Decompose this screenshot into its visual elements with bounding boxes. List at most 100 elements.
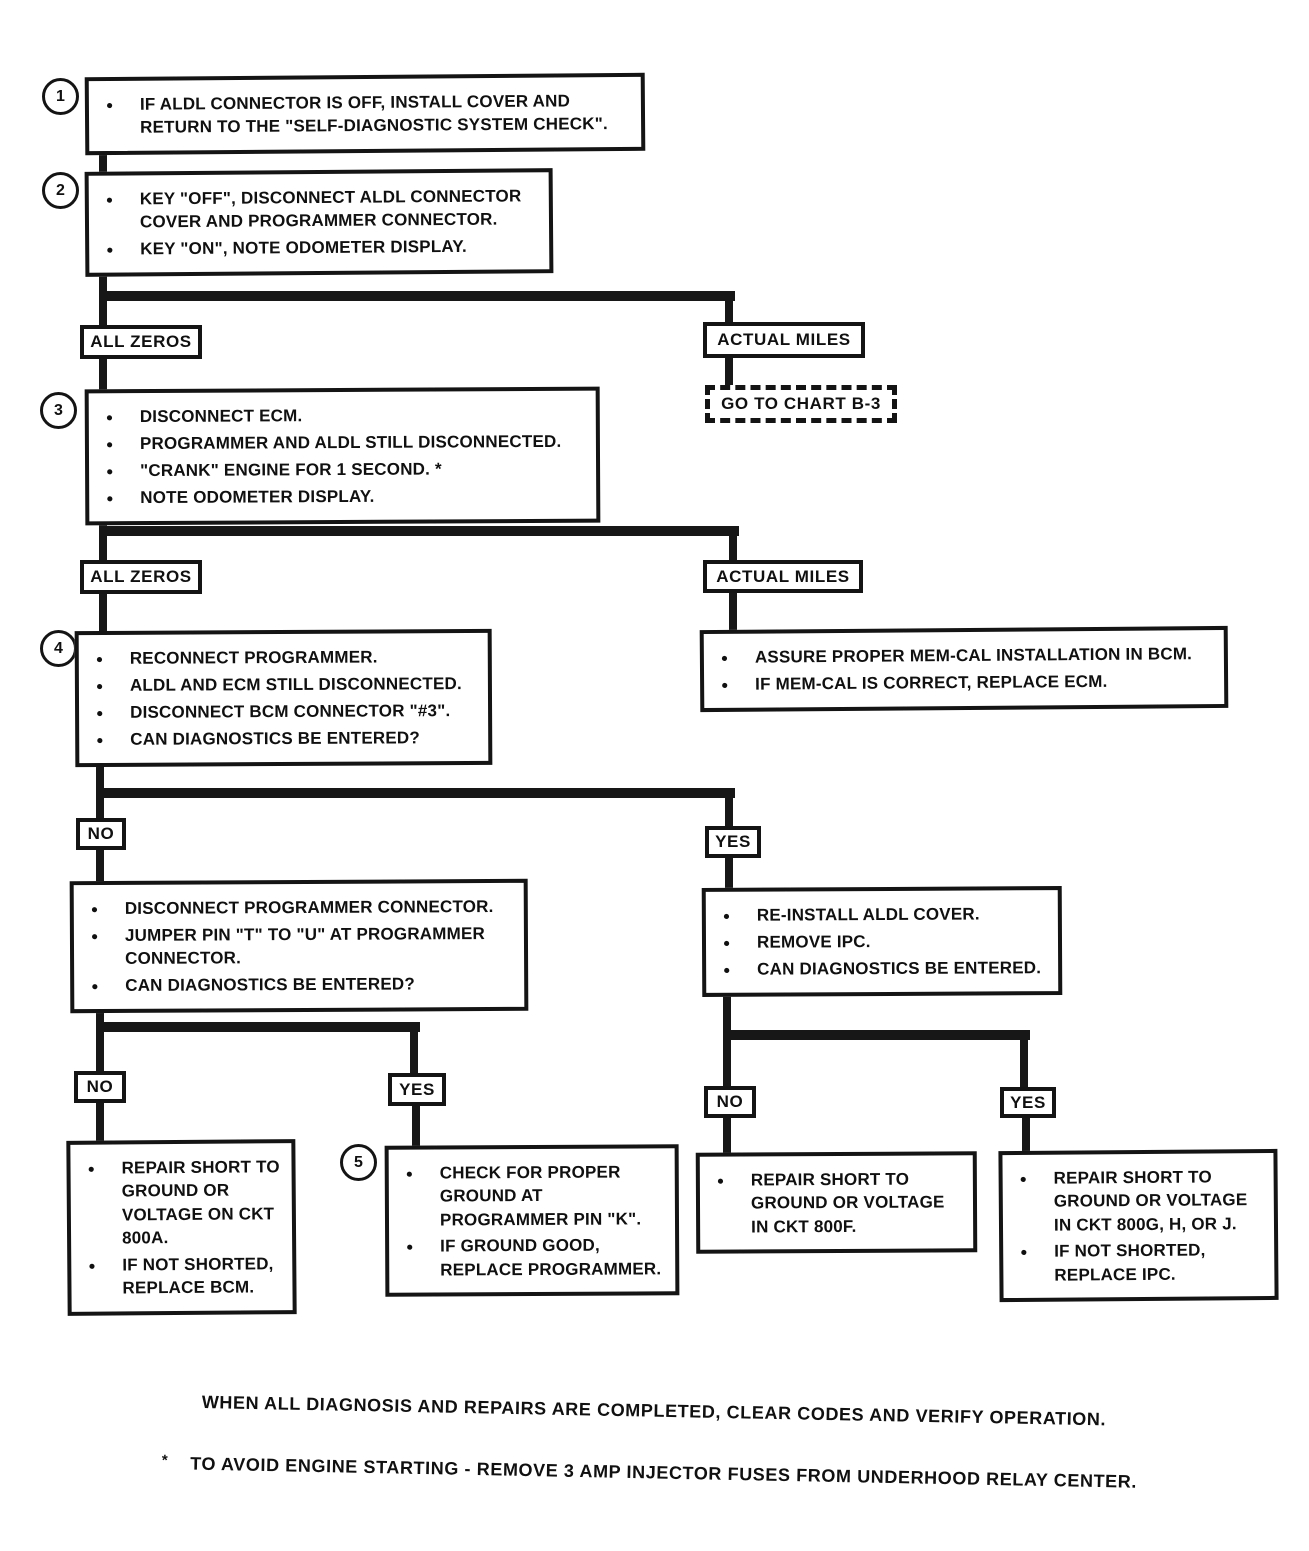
bullet-text: CAN DIAGNOSTICS BE ENTERED. — [757, 958, 1042, 979]
bullet-text: NOTE ODOMETER DISPLAY. — [140, 486, 375, 508]
yes-label-3: YES — [1000, 1087, 1056, 1118]
step-4-badge: 4 — [40, 630, 77, 667]
bullet-text: RE-INSTALL ALDL COVER. — [756, 904, 980, 925]
label-text: NO — [86, 1077, 114, 1096]
connector-line — [99, 146, 107, 174]
step-number: 3 — [54, 401, 63, 419]
bullet-icon — [716, 646, 755, 670]
label-text: ACTUAL MILES — [717, 330, 851, 349]
connector-line — [96, 1100, 104, 1143]
connector-line — [1020, 1030, 1028, 1090]
footnote-asterisk: * — [161, 1452, 169, 1470]
step-number: 4 — [54, 639, 63, 657]
goto-chart-b3-box: GO TO CHART B-3 — [705, 385, 897, 423]
connector-line — [725, 291, 733, 325]
bullet-text: DISCONNECT ECM. — [139, 406, 303, 427]
bullet-icon — [91, 728, 130, 752]
bullet-icon — [101, 187, 140, 211]
ckt-800g-box: REPAIR SHORT TO GROUND OR VOLTAGE IN CKT… — [998, 1148, 1279, 1303]
all-zeros-label-2: ALL ZEROS — [80, 560, 202, 594]
bullet-icon — [101, 486, 140, 510]
label-text: ALL ZEROS — [90, 567, 192, 586]
connector-line — [1022, 1114, 1030, 1153]
bullet-icon — [83, 1253, 122, 1277]
step-1-badge: 1 — [42, 78, 79, 115]
bullet-text: CAN DIAGNOSTICS BE ENTERED? — [125, 974, 415, 995]
all-zeros-label-1: ALL ZEROS — [80, 325, 202, 359]
bullet-icon — [401, 1161, 440, 1185]
bullet-icon — [91, 647, 130, 671]
connector-line — [99, 357, 107, 391]
step-1-box: IF ALDL CONNECTOR IS OFF, INSTALL COVER … — [84, 72, 646, 156]
bullet-text: DISCONNECT BCM CONNECTOR "#3". — [130, 701, 451, 722]
bullet-icon — [82, 1156, 121, 1180]
bullet-text: REMOVE IPC. — [756, 932, 871, 952]
label-text: YES — [399, 1079, 435, 1099]
bullet-text: REPAIR SHORT TO GROUND OR VOLTAGE IN CKT… — [1053, 1167, 1248, 1235]
label-text: NO — [716, 1092, 744, 1111]
connector-line — [723, 1030, 1030, 1040]
bullet-icon — [101, 459, 140, 483]
bullet-icon — [86, 974, 125, 998]
bullet-icon — [91, 701, 130, 725]
bullet-icon — [1015, 1167, 1054, 1191]
bullet-icon — [718, 958, 757, 982]
yes-label-1: YES — [705, 826, 761, 858]
connector-line — [725, 356, 733, 388]
step-number: 2 — [56, 181, 65, 199]
bullet-text: "CRANK" ENGINE FOR 1 SECOND. * — [140, 459, 442, 481]
bullet-icon — [101, 432, 140, 456]
step-number: 5 — [354, 1153, 363, 1171]
label-text: YES — [715, 832, 751, 851]
bullet-text: IF MEM-CAL IS CORRECT, REPLACE ECM. — [755, 671, 1108, 694]
bullet-text: IF NOT SHORTED, REPLACE IPC. — [1054, 1240, 1206, 1285]
no-label-2: NO — [74, 1071, 126, 1103]
step-5-badge: 5 — [340, 1144, 377, 1181]
connector-line — [725, 854, 733, 890]
connector-line — [99, 291, 735, 301]
connector-line — [723, 1114, 731, 1155]
bullet-text: IF NOT SHORTED, REPLACE BCM. — [122, 1254, 274, 1298]
no-branch-box: DISCONNECT PROGRAMMER CONNECTOR. JUMPER … — [69, 878, 529, 1014]
yes-label-2: YES — [388, 1073, 446, 1106]
bullet-text: PROGRAMMER AND ALDL STILL DISCONNECTED. — [139, 431, 562, 454]
bullet-icon — [101, 93, 140, 117]
no-label-3: NO — [704, 1086, 756, 1118]
bullet-text: KEY "ON", NOTE ODOMETER DISPLAY. — [140, 236, 467, 259]
memcal-box: ASSURE PROPER MEM-CAL INSTALLATION IN BC… — [699, 625, 1229, 713]
connector-line — [96, 748, 104, 821]
connector-line — [96, 846, 104, 883]
bullet-text: IF GROUND GOOD, REPLACE PROGRAMMER. — [440, 1236, 662, 1280]
footer-text: TO AVOID ENGINE STARTING - REMOVE 3 AMP … — [190, 1453, 1138, 1492]
connector-line — [410, 1022, 418, 1076]
bullet-icon — [91, 674, 130, 698]
connector-line — [725, 788, 733, 829]
label-text: YES — [1010, 1092, 1046, 1112]
bullet-text: IF ALDL CONNECTOR IS OFF, INSTALL COVER … — [139, 91, 608, 138]
bullet-text: RECONNECT PROGRAMMER. — [129, 647, 378, 668]
step-5-box: CHECK FOR PROPER GROUND AT PROGRAMMER PI… — [384, 1144, 680, 1298]
bullet-text: DISCONNECT PROGRAMMER CONNECTOR. — [124, 896, 494, 918]
footer-text: WHEN ALL DIAGNOSIS AND REPAIRS ARE COMPL… — [201, 1392, 1107, 1430]
step-4-box: RECONNECT PROGRAMMER. ALDL AND ECM STILL… — [74, 628, 493, 768]
bullet-icon — [401, 1235, 440, 1259]
actual-miles-label-1: ACTUAL MILES — [703, 322, 865, 358]
footer-note-2: * TO AVOID ENGINE STARTING - REMOVE 3 AMP… — [161, 1452, 1138, 1493]
connector-line — [729, 591, 737, 631]
bullet-icon — [86, 924, 125, 948]
label-text: ACTUAL MILES — [716, 566, 850, 586]
bullet-icon — [101, 405, 140, 429]
footer-note-1: WHEN ALL DIAGNOSIS AND REPAIRS ARE COMPL… — [202, 1392, 1107, 1430]
bullet-icon — [712, 1168, 751, 1192]
connector-line — [99, 592, 107, 633]
connector-line — [96, 1002, 104, 1074]
connector-line — [99, 526, 739, 536]
label-text: ALL ZEROS — [90, 332, 192, 351]
label-text: NO — [87, 824, 115, 843]
bullet-text: CAN DIAGNOSTICS BE ENTERED? — [130, 728, 420, 749]
label-text: GO TO CHART B-3 — [721, 394, 881, 413]
bullet-text: ALDL AND ECM STILL DISCONNECTED. — [129, 674, 462, 695]
connector-line — [412, 1103, 420, 1148]
bullet-icon — [101, 237, 140, 261]
